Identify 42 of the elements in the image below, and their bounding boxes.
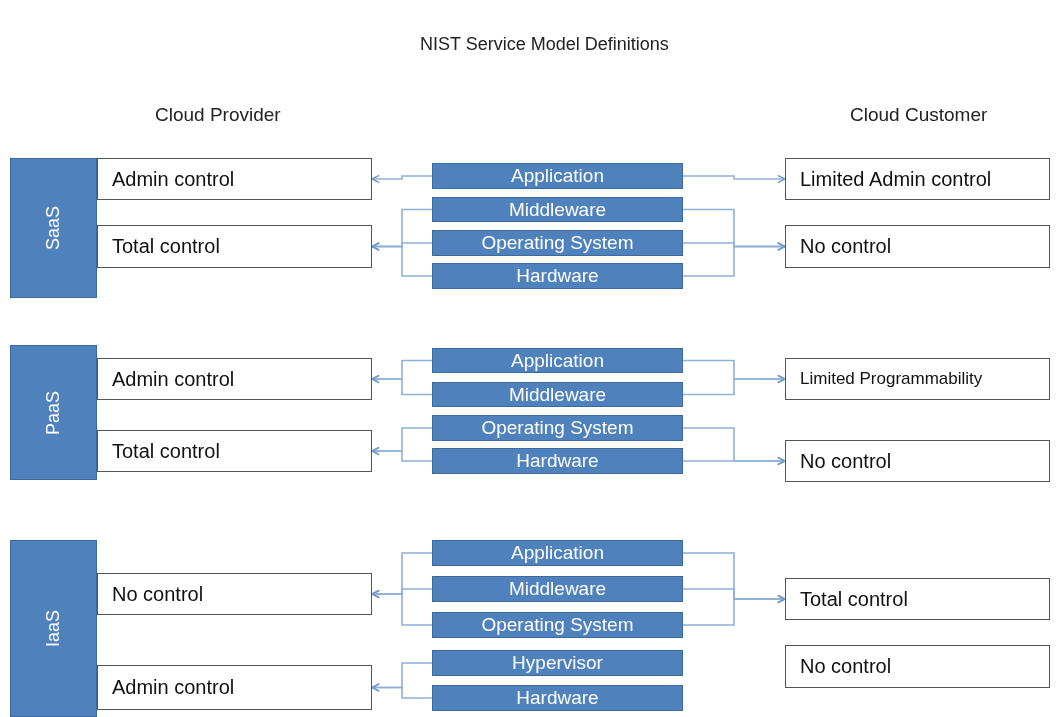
stack-layer-box: Application xyxy=(432,540,683,566)
arrow xyxy=(371,374,433,396)
control-level-box: Total control xyxy=(785,578,1050,620)
arrow xyxy=(371,589,433,626)
arrow xyxy=(682,174,786,184)
arrow xyxy=(371,174,433,184)
service-model-bar: PaaS xyxy=(10,345,97,480)
stack-layer-box: Middleware xyxy=(432,197,683,222)
control-level-box: No control xyxy=(785,225,1050,268)
arrow xyxy=(371,683,433,699)
service-model-bar: SaaS xyxy=(10,158,97,298)
control-level-box: Admin control xyxy=(97,665,372,710)
stack-layer-box: Operating System xyxy=(432,415,683,441)
arrow xyxy=(371,242,433,277)
arrow xyxy=(371,446,433,462)
column-heading: Cloud Provider xyxy=(155,104,281,126)
stack-layer-box: Hypervisor xyxy=(432,650,683,676)
stack-layer-box: Hardware xyxy=(432,448,683,474)
control-level-box: Admin control xyxy=(97,358,372,400)
stack-layer-box: Hardware xyxy=(432,263,683,289)
stack-layer-box: Application xyxy=(432,348,683,373)
control-level-box: No control xyxy=(785,645,1050,688)
control-level-box: No control xyxy=(785,440,1050,482)
arrow xyxy=(682,456,786,466)
control-level-box: Total control xyxy=(97,430,372,472)
stack-layer-box: Application xyxy=(432,163,683,189)
arrow xyxy=(682,242,786,277)
service-model-bar: IaaS xyxy=(10,540,97,717)
stack-layer-box: Operating System xyxy=(432,230,683,256)
arrow xyxy=(682,374,786,396)
control-level-box: Limited Programmability xyxy=(785,358,1050,400)
diagram-title: NIST Service Model Definitions xyxy=(420,34,669,55)
stack-layer-box: Operating System xyxy=(432,612,683,638)
control-level-box: No control xyxy=(97,573,372,615)
stack-layer-box: Middleware xyxy=(432,382,683,407)
control-level-box: Limited Admin control xyxy=(785,158,1050,200)
stack-layer-box: Middleware xyxy=(432,576,683,602)
arrow xyxy=(682,594,786,626)
column-heading: Cloud Customer xyxy=(850,104,988,126)
control-level-box: Admin control xyxy=(97,158,372,200)
control-level-box: Total control xyxy=(97,225,372,268)
stack-layer-box: Hardware xyxy=(432,685,683,711)
